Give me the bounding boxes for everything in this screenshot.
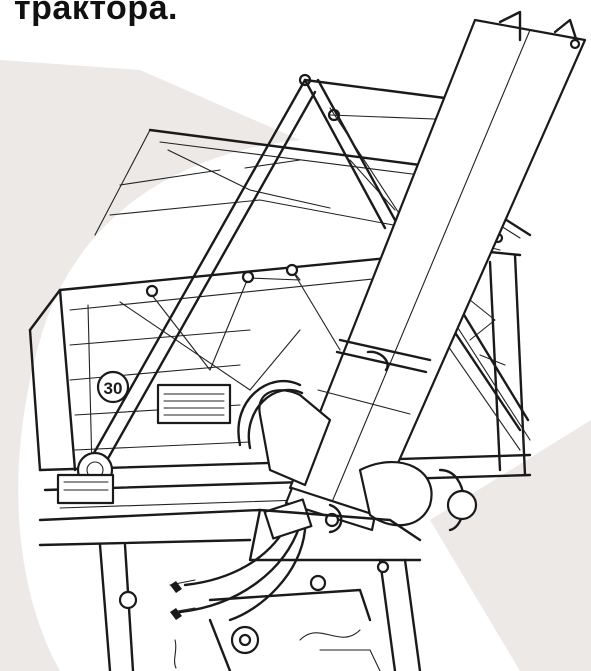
support-frame: [88, 78, 530, 464]
undercarriage: [38, 508, 422, 671]
hydraulic-hoses: [178, 379, 343, 622]
speed-limit-sign: [96, 370, 130, 404]
boom-tube: [258, 10, 587, 532]
speed-limit-number: 30: [104, 379, 123, 398]
background-blob-right: [430, 420, 591, 671]
winch: [56, 451, 115, 505]
background-blob: [0, 60, 300, 671]
caption-text: трактора.: [14, 0, 178, 27]
